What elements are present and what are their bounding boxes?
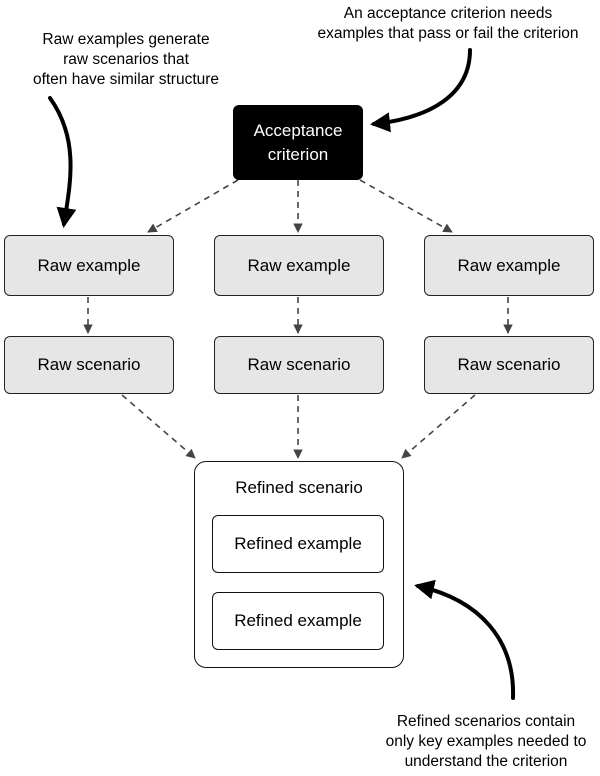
refined-example-node-1: Refined example xyxy=(212,515,384,573)
raw-scenario-node-1: Raw scenario xyxy=(4,336,174,394)
note-line: only key examples needed to xyxy=(385,733,587,750)
note-line: An acceptance criterion needs xyxy=(343,5,553,22)
raw-scenario-node-3: Raw scenario xyxy=(424,336,594,394)
node-label-line: Acceptance xyxy=(253,120,343,140)
note-line: understand the criterion xyxy=(404,753,568,770)
node-label: Raw example xyxy=(37,255,141,275)
node-label: Raw scenario xyxy=(457,355,561,374)
node-label-line: criterion xyxy=(267,144,329,164)
acceptance-criterion-node: Acceptance criterion xyxy=(233,105,363,180)
note-line: Refined scenarios contain xyxy=(396,713,576,730)
refined-example-node-2: Refined example xyxy=(212,592,384,650)
raw-example-node-2: Raw example xyxy=(214,235,384,296)
node-label: Refined example xyxy=(234,611,362,630)
arrow-criterion-to-raw-example-3 xyxy=(359,179,453,233)
callout-arrow-acceptance-criterion xyxy=(370,48,472,133)
callout-arrow-refined-scenarios xyxy=(414,579,516,700)
raw-example-node-1: Raw example xyxy=(4,235,174,296)
node-label: Raw scenario xyxy=(37,355,141,374)
note-line: examples that pass or fail the criterion xyxy=(317,25,579,42)
note-line: Raw examples generate xyxy=(42,31,210,48)
note-line: often have similar structure xyxy=(32,71,220,88)
note-line: raw scenarios that xyxy=(63,51,189,68)
note-acceptance-criterion: An acceptance criterion needs examples t… xyxy=(300,4,596,44)
raw-example-node-3: Raw example xyxy=(424,235,594,296)
node-label: Raw example xyxy=(457,255,561,275)
node-label: Raw scenario xyxy=(247,355,351,374)
arrow-raw-scenario-1-to-refined xyxy=(121,394,196,459)
node-label: Raw example xyxy=(247,255,351,275)
callout-arrow-raw-examples xyxy=(48,96,77,228)
note-refined-scenarios: Refined scenarios contain only key examp… xyxy=(374,712,598,772)
node-label: Refined example xyxy=(234,534,362,553)
refined-scenario-title: Refined scenario xyxy=(235,478,363,497)
arrow-raw-scenario-3-to-refined xyxy=(401,394,476,459)
note-raw-examples: Raw examples generate raw scenarios that… xyxy=(6,30,246,90)
arrow-criterion-to-raw-example-1 xyxy=(147,179,239,233)
raw-scenario-node-2: Raw scenario xyxy=(214,336,384,394)
